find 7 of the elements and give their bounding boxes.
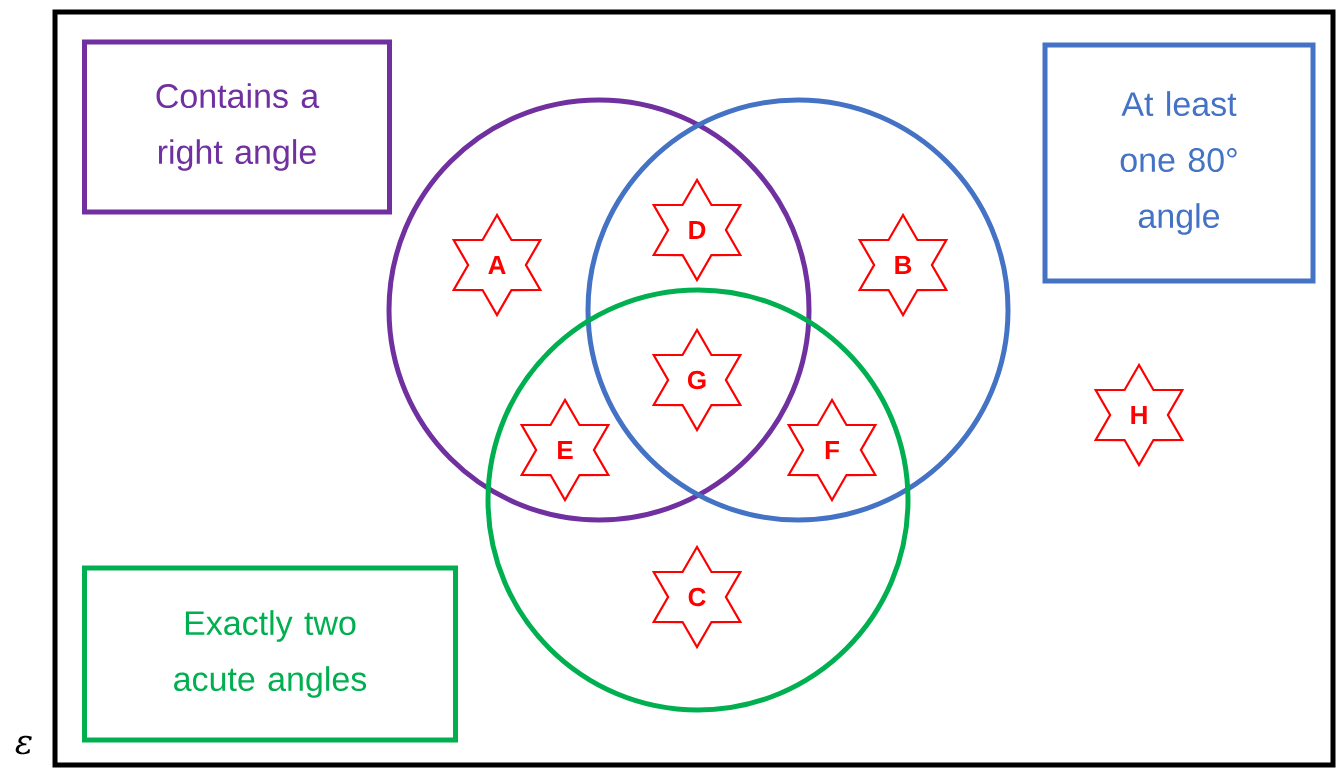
set-circle: [485, 287, 911, 713]
set-circle: [386, 97, 812, 523]
set-label-box: Contains a right angle: [82, 39, 392, 215]
set-circle: [585, 97, 1011, 523]
set-symbol: ε: [15, 735, 32, 755]
set-label-box: At least one 80° angle: [1042, 42, 1316, 284]
set-label-box: Exactly two acute angles: [82, 565, 458, 743]
